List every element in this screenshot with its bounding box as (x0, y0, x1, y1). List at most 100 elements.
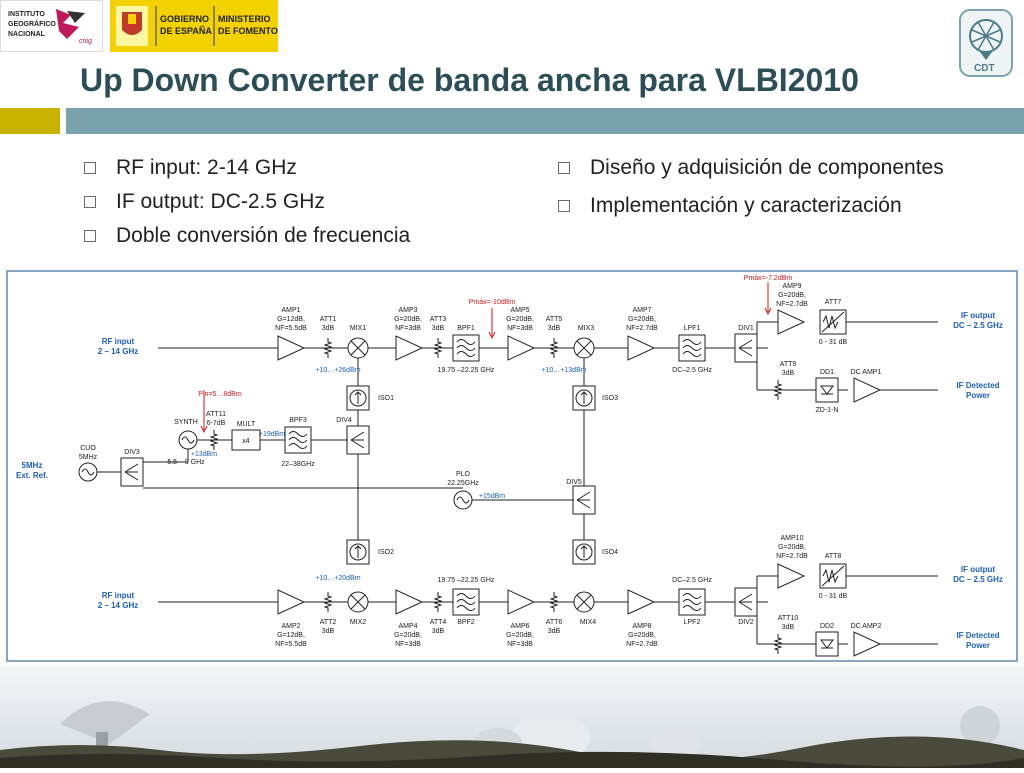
ign-logo-line1: INSTITUTO (8, 11, 45, 18)
amp8-nf: NF=2.7dB (626, 641, 658, 648)
att3-name: ATT3 (430, 316, 447, 323)
bandpass-filter-icon (452, 334, 480, 362)
bpf3-range: 22–38GHz (281, 461, 315, 468)
amp5-gain: G=20dB, (506, 316, 534, 323)
amp4-nf: NF=3dB (395, 641, 421, 648)
pmax2-label: Pmáx=-7.2dBm (744, 275, 793, 282)
lpf1-range: DC–2.5 GHz (672, 367, 712, 374)
lpf2-label: LPF2 (684, 619, 701, 626)
amplifier-icon (277, 589, 305, 615)
amp1-name: AMP1 (281, 307, 300, 314)
isolator-icon (572, 385, 596, 411)
att8-range: 0 - 31 dB (819, 593, 848, 600)
amp8-gain: G=20dB, (628, 632, 656, 639)
mix4-label: MIX4 (580, 619, 596, 626)
att6-name: ATT6 (546, 619, 563, 626)
if-detected-top-label: IF Detected (956, 381, 999, 390)
block-diagram: RF input 2 – 14 GHz RF input 2 – 14 GHz … (6, 270, 1018, 662)
div2-label: DIV2 (738, 619, 754, 626)
antenna-photo (0, 666, 1024, 768)
rf-input-top-range: 2 – 14 GHz (98, 347, 138, 356)
mixer-icon (347, 591, 369, 613)
mixer-icon (573, 591, 595, 613)
att8-label: ATT8 (825, 553, 842, 560)
amp5-nf: NF=3dB (507, 325, 533, 332)
plo-freq: 22.25GHz (447, 480, 479, 487)
att2-name: ATT2 (320, 619, 337, 626)
oscillator-icon (453, 490, 473, 510)
att10-value: 3dB (782, 624, 795, 631)
cuo-freq: 5MHz (79, 454, 98, 461)
pmax1-label: Pmáx=-10dBm (469, 299, 516, 306)
att11-name: ATT11 (206, 411, 226, 418)
amplifier-icon (277, 335, 305, 361)
mixer-icon (573, 337, 595, 359)
amp4-gain: G=20dB, (394, 632, 422, 639)
amplifier-icon (627, 335, 655, 361)
bullet-text: RF input: 2-14 GHz (116, 156, 297, 179)
amp9-nf: NF=2.7dB (776, 301, 808, 308)
amp7-name: AMP7 (632, 307, 651, 314)
ign-logo-line2: GEOGRÁFICO (8, 19, 56, 28)
amp1-gain: G=12dB, (277, 316, 305, 323)
amp9-name: AMP9 (782, 283, 801, 290)
lowpass-filter-icon (678, 334, 706, 362)
if-detected-bot-sub: Power (966, 641, 990, 650)
iso3-label: ISO3 (602, 395, 618, 402)
lo1-power: +10…+26dBm (315, 367, 360, 374)
bullet-text: Doble conversión de frecuencia (116, 224, 411, 247)
bullet-text: Diseño y adquisición de componentes (590, 156, 944, 179)
bullet-item: IF output: DC-2.5 GHz (80, 190, 500, 214)
if-output-bot-label: IF output (961, 565, 996, 574)
if-output-top-range: DC – 2.5 GHz (953, 321, 1003, 330)
ref-input-label: 5MHz (22, 461, 43, 470)
ign-logo: INSTITUTO GEOGRÁFICO NACIONAL cnig (0, 0, 103, 52)
amplifier-icon (395, 589, 423, 615)
synthesizer-icon (178, 430, 198, 450)
dcamp1-label: DC AMP1 (851, 369, 882, 376)
divider-icon (572, 485, 596, 515)
iso2-label: ISO2 (378, 549, 394, 556)
amp10-name: AMP10 (781, 535, 804, 542)
mult-output-power: +19dBm (259, 431, 285, 438)
amplifier-icon (507, 589, 535, 615)
bpf1-range: 19.75 –22.25 GHz (438, 367, 495, 374)
page-title: Up Down Converter de banda ancha para VL… (80, 62, 859, 98)
amplifier-icon (853, 377, 881, 403)
amp1-nf: NF=5.5dB (275, 325, 307, 332)
amplifier-icon (777, 309, 805, 335)
bullet-item: RF input: 2-14 GHz (80, 156, 500, 180)
min-line1: MINISTERIO (218, 14, 271, 24)
att2-value: 3dB (322, 628, 335, 635)
gob-line2: DE ESPAÑA (160, 26, 212, 36)
bullet-item: Diseño y adquisición de componentes (554, 156, 994, 180)
amp9-gain: G=20dB, (778, 292, 806, 299)
amp3-nf: NF=3dB (395, 325, 421, 332)
dd1-label: DD1 (820, 369, 834, 376)
amp10-nf: NF=2.7dB (776, 553, 808, 560)
amp3-gain: G=20dB, (394, 316, 422, 323)
rf-input-top-label: RF input (102, 337, 135, 346)
ref-input-sub: Ext. Ref. (16, 471, 48, 480)
bullet-square-icon (558, 162, 570, 174)
amp6-nf: NF=3dB (507, 641, 533, 648)
divider-icon (120, 457, 144, 487)
div5-label: DIV5 (566, 479, 582, 486)
amp7-nf: NF=2.7dB (626, 325, 658, 332)
title-accent-bar (0, 108, 60, 134)
lpf2-range: DC–2.5 GHz (672, 577, 712, 584)
div1-label: DIV1 (738, 325, 754, 332)
plo-output-power: +15dBm (479, 493, 505, 500)
amplifier-icon (507, 335, 535, 361)
div4-label: DIV4 (336, 417, 352, 424)
pin-label: Pin=5…8dBm (198, 391, 242, 398)
mix2-label: MIX2 (350, 619, 366, 626)
amplifier-icon (853, 631, 881, 657)
att5-value: 3dB (548, 325, 561, 332)
amp2-gain: G=12dB, (277, 632, 305, 639)
bpf2-range: 19.75 –22.25 GHz (438, 577, 495, 584)
amplifier-icon (777, 563, 805, 589)
synth-label: SYNTH (174, 419, 198, 426)
iso1-label: ISO1 (378, 395, 394, 402)
iso4-label: ISO4 (602, 549, 618, 556)
